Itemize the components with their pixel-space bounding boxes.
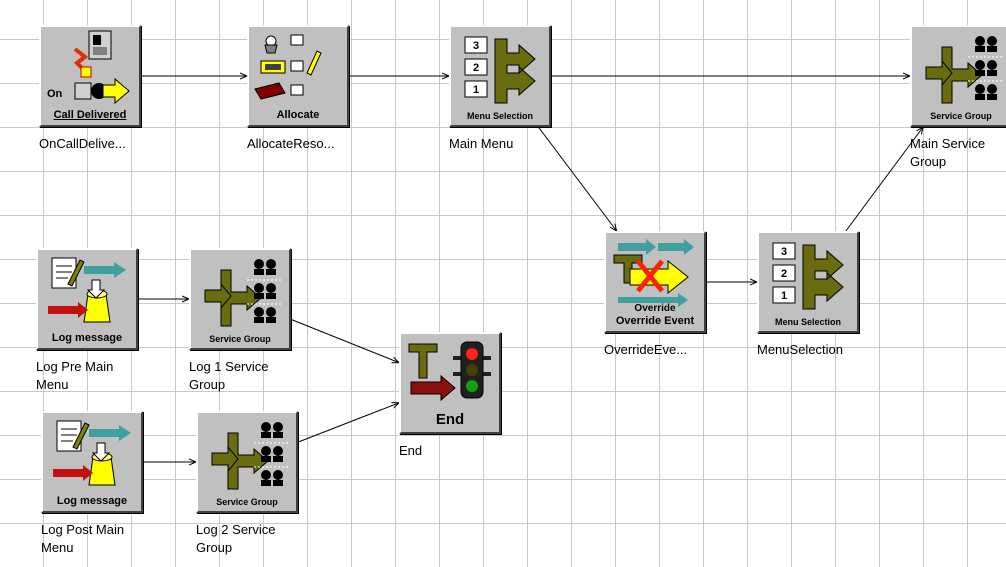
node-label[interactable]: Log Post Main Menu	[41, 522, 125, 555]
tile-caption: Log message	[51, 332, 123, 344]
tile-caption: End	[435, 411, 465, 428]
override-event-icon[interactable]: Override Override Event	[604, 231, 706, 333]
service-group-icon[interactable]: Service Group	[910, 25, 1006, 127]
node-label[interactable]: OnCallDelive...	[39, 136, 126, 151]
menu-key-1: 1	[473, 84, 479, 96]
menu-key-3: 3	[473, 40, 479, 52]
node-label[interactable]: Main Service Group	[910, 136, 986, 169]
on-prefix: On	[47, 88, 63, 100]
allocate-resources-icon[interactable]: Allocate	[247, 25, 349, 127]
menu-key-2: 2	[473, 62, 479, 74]
service-group-icon[interactable]: Service Group	[189, 248, 291, 350]
tile-caption: Service Group	[209, 334, 271, 344]
menu-selection-icon[interactable]: 3 2 1 Menu Selection	[449, 25, 551, 127]
log-message-icon[interactable]: Log message	[41, 411, 143, 513]
tile-caption: Call Delivered	[53, 109, 127, 121]
node-label[interactable]: End	[399, 443, 423, 458]
tile-caption: Menu Selection	[466, 111, 533, 121]
override-word: Override	[634, 303, 676, 314]
menu-key-3: 3	[781, 246, 787, 258]
end-traffic-light-icon[interactable]: End	[399, 332, 501, 434]
tile-caption: Allocate	[276, 109, 320, 121]
override-caption: Override Event	[615, 315, 695, 327]
phone-event-icon[interactable]: On Call Delivered	[39, 25, 141, 127]
menu-key-1: 1	[781, 290, 787, 302]
node-label[interactable]: Log 2 Service Group	[196, 522, 276, 555]
node-label[interactable]: AllocateReso...	[247, 136, 335, 151]
tile-caption: Menu Selection	[774, 317, 841, 327]
node-label[interactable]: Main Menu	[449, 136, 514, 151]
connector-menuselection-to-mainservicegroup[interactable]	[845, 127, 923, 232]
tile-caption: Log message	[56, 495, 128, 507]
menu-selection-icon[interactable]: 3 2 1 Menu Selection	[757, 231, 859, 333]
tile-caption: Service Group	[930, 111, 992, 121]
node-label[interactable]: Log 1 Service Group	[189, 359, 269, 392]
tile-caption: Service Group	[216, 497, 278, 507]
connector-log1-to-end[interactable]	[290, 318, 399, 362]
tile-caption: Override Event	[608, 315, 702, 327]
log-message-icon[interactable]: Log message	[36, 248, 138, 350]
node-label[interactable]: Log Pre Main Menu	[36, 359, 114, 392]
connector-log2-to-end[interactable]	[297, 403, 399, 443]
connector-mainmenu-to-override[interactable]	[537, 126, 616, 231]
service-group-icon[interactable]: Service Group	[196, 411, 298, 513]
node-label[interactable]: OverrideEve...	[604, 342, 688, 357]
node-label[interactable]: MenuSelection	[757, 342, 843, 357]
menu-key-2: 2	[781, 268, 787, 280]
